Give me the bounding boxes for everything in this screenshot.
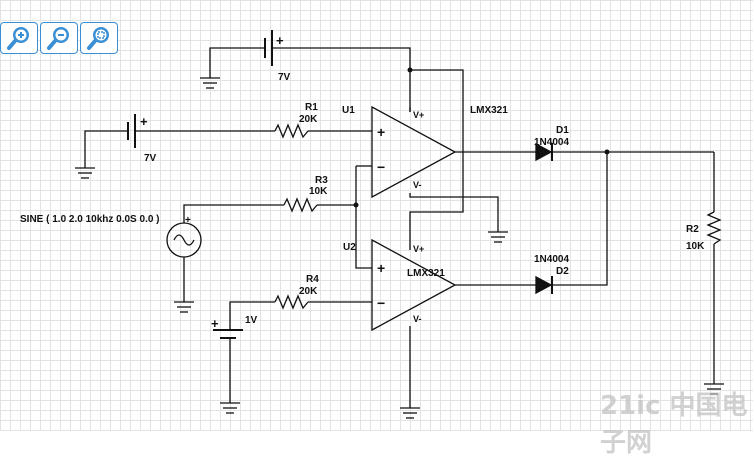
schematic-drawing: + 7V + 7V + 1V R1 20K R3 10K R4 20K R2 1… xyxy=(20,30,724,419)
d2-model: 1N4004 xyxy=(534,254,569,265)
resistor-r1[interactable] xyxy=(274,123,372,139)
battery-left-voltage: 7V xyxy=(144,153,157,164)
ground-r2 xyxy=(704,383,724,395)
sine-label: SINE ( 1.0 2.0 10khz 0.0S 0.0 ) xyxy=(20,214,160,225)
battery-1v-voltage: 1V xyxy=(245,315,258,326)
ground-u2 xyxy=(400,407,420,419)
battery-7v-top[interactable] xyxy=(209,30,411,112)
battery-top-voltage: 7V xyxy=(278,72,291,83)
ground-bat2 xyxy=(75,167,95,179)
battery-1v[interactable] xyxy=(213,301,275,403)
u1-model: LMX321 xyxy=(470,105,508,116)
r2-name: R2 xyxy=(686,224,699,235)
opamp-u2[interactable] xyxy=(371,238,536,408)
u1-inv-sign: − xyxy=(377,159,385,175)
u1-vplus: V+ xyxy=(413,110,424,120)
u2-vplus: V+ xyxy=(413,244,424,254)
r4-name: R4 xyxy=(306,274,319,285)
zoom-out-button[interactable] xyxy=(40,22,78,54)
zoom-toolbar xyxy=(0,22,118,54)
d1-name: D1 xyxy=(556,125,569,136)
u2-model: LMX321 xyxy=(407,268,445,279)
r2-value: 10K xyxy=(686,241,705,252)
battery-1v-plus: + xyxy=(211,316,219,331)
u2-vminus: V- xyxy=(413,314,422,324)
battery-7v-left[interactable] xyxy=(84,114,275,168)
u1-name: U1 xyxy=(342,105,355,116)
zoom-in-button[interactable] xyxy=(0,22,38,54)
diode-d1[interactable] xyxy=(535,142,714,162)
zoom-out-icon xyxy=(47,27,69,50)
sine-source[interactable] xyxy=(166,204,284,302)
diode-d2[interactable] xyxy=(535,152,608,295)
battery-left-plus: + xyxy=(140,114,148,129)
resistor-r4[interactable] xyxy=(274,294,372,310)
r4-value: 20K xyxy=(299,286,318,297)
ground-u1 xyxy=(488,231,508,243)
ground-bat3 xyxy=(220,402,240,414)
r1-name: R1 xyxy=(305,102,318,113)
r1-value: 20K xyxy=(299,114,318,125)
u1-vminus: V- xyxy=(413,180,422,190)
d1-model: 1N4004 xyxy=(534,137,569,148)
u2-inv-sign: − xyxy=(377,295,385,311)
r3-name: R3 xyxy=(315,175,328,186)
r3-value: 10K xyxy=(309,186,328,197)
opamp-u1[interactable] xyxy=(371,105,536,232)
zoom-fit-icon xyxy=(87,27,109,50)
junctions xyxy=(353,67,610,208)
ground-bat1 xyxy=(200,77,220,89)
d2-name: D2 xyxy=(556,266,569,277)
ground-sine xyxy=(174,301,194,313)
u2-name: U2 xyxy=(343,242,356,253)
battery-top-plus: + xyxy=(276,33,284,48)
sine-plus: + xyxy=(185,215,191,226)
u2-noninv-sign: + xyxy=(377,260,385,276)
resistor-r2[interactable] xyxy=(706,152,722,384)
watermark: 21ic 中国电子网 xyxy=(600,391,748,458)
zoom-fit-button[interactable] xyxy=(80,22,118,54)
u1-noninv-sign: + xyxy=(377,124,385,140)
zoom-in-icon xyxy=(7,27,29,50)
resistor-r3[interactable] xyxy=(283,165,372,269)
